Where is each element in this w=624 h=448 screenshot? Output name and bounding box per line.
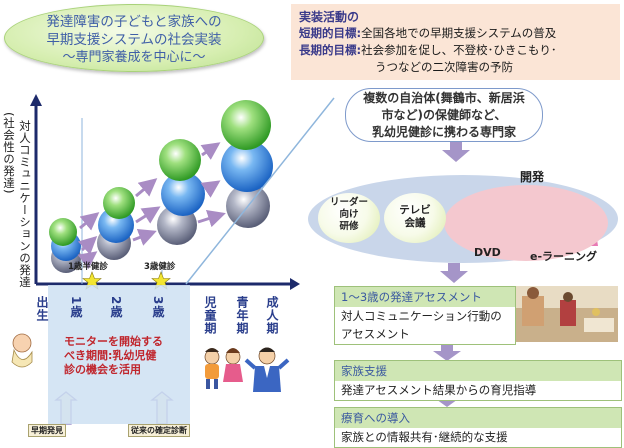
long-goal-label: 長期的目標: bbox=[299, 43, 362, 57]
step-family-body: 発達アセスメント結果からの育児指導 bbox=[341, 383, 537, 397]
checkup-label-1: 1歳半健診 bbox=[68, 262, 108, 272]
age-birth: 出生 bbox=[35, 296, 49, 322]
step-assessment-body-2: アセスメント bbox=[341, 327, 410, 341]
down-arrow-2 bbox=[440, 263, 468, 283]
title-subtitle: 〜専門家養成を中心に〜 bbox=[62, 50, 206, 65]
long-goal-text-2: うつなどの二次障害の予防 bbox=[375, 60, 513, 74]
stage-childhood: 児童期 bbox=[203, 296, 217, 335]
long-goal-text-1: 社会参加を促し、不登校･ひきこもり･ bbox=[361, 43, 557, 57]
sphere-blue-4 bbox=[221, 140, 273, 192]
children-picture bbox=[204, 348, 243, 389]
age-3: 3歳 bbox=[151, 296, 165, 319]
baby-picture bbox=[11, 333, 33, 368]
step-family-head: 家族支援 bbox=[335, 361, 621, 381]
down-arrow-1 bbox=[442, 142, 470, 162]
y-axis-sublabel: (社会性の発達) bbox=[2, 112, 16, 194]
title-line-1: 発達障害の子どもと家族への bbox=[46, 14, 222, 30]
title-line-2: 早期支援システムの社会実装 bbox=[46, 32, 222, 48]
step-therapy-body: 家族との情報共有･継続的な支援 bbox=[341, 430, 508, 444]
stage-adulthood: 成人期 bbox=[265, 296, 279, 335]
step-therapy-head: 療育への導入 bbox=[335, 408, 621, 428]
elearning-label: e-ラーニング bbox=[530, 250, 598, 263]
dvd-label: DVD bbox=[474, 246, 501, 259]
leader-training-circle bbox=[318, 193, 380, 243]
long-goal: 長期的目標:社会参加を促し、不登校･ひきこもり･ bbox=[299, 42, 557, 58]
sphere-green-1 bbox=[49, 218, 77, 246]
short-goal-label: 短期的目標: bbox=[299, 26, 362, 40]
short-goal-text: 全国各地での早期支援システムの普及 bbox=[361, 26, 557, 40]
stage-adolescence: 青年期 bbox=[235, 296, 249, 335]
y-axis-label: 対人コミュニケーションの発達 bbox=[18, 120, 32, 288]
monitor-period-text: モニターを開始するべき期間:乳幼児健診の機会を活用 bbox=[64, 335, 163, 376]
x-axis-arrowhead bbox=[290, 278, 300, 290]
y-axis-arrowhead bbox=[30, 94, 42, 106]
short-goal: 短期的目標:全国各地での早期支援システムの普及 bbox=[299, 25, 556, 41]
step-assessment-head: 1〜3歳の発達アセスメント bbox=[335, 287, 515, 307]
experts-box: 複数の自治体(舞鶴市、新居浜 市など)の保健師など、 乳幼児健診に携わる専門家 bbox=[345, 88, 543, 142]
sphere-green-4 bbox=[221, 100, 271, 150]
checkup-label-3: 3歳健診 bbox=[144, 262, 176, 272]
age-1: 1歳 bbox=[69, 296, 83, 319]
sphere-green-2 bbox=[103, 187, 135, 219]
tv-conference-circle bbox=[384, 193, 446, 243]
step-assessment-body-1: 対人コミュニケーション行動の bbox=[341, 309, 502, 323]
step-family-support: 家族支援 発達アセスメント結果からの育児指導 bbox=[334, 360, 622, 401]
leader-training-label: リーダー 向け 研修 bbox=[329, 197, 368, 232]
tv-conference-label: テレビ 会議 bbox=[399, 204, 431, 229]
step-therapy: 療育への導入 家族との情報共有･継続的な支援 bbox=[334, 407, 622, 448]
experts-line-3: 乳幼児健診に携わる専門家 bbox=[371, 125, 516, 139]
experts-line-2: 市など)の保健師など、 bbox=[381, 108, 507, 122]
expansion-line bbox=[185, 97, 335, 285]
down-arrow-3 bbox=[433, 345, 461, 361]
goals-heading: 実装活動の bbox=[299, 10, 360, 24]
development-ellipse bbox=[444, 185, 608, 261]
age-2: 2歳 bbox=[109, 296, 123, 319]
experts-line-1: 複数の自治体(舞鶴市、新居浜 bbox=[363, 91, 525, 105]
sphere-blue-3 bbox=[161, 172, 205, 216]
diagnosis-label: 従来の確定診断 bbox=[128, 424, 190, 437]
step-assessment: 1〜3歳の発達アセスメント 対人コミュニケーション行動の アセスメント bbox=[334, 286, 516, 345]
assessment-photo bbox=[516, 286, 618, 342]
development-label: 開発 bbox=[520, 170, 545, 184]
early-detection-label: 早期発見 bbox=[28, 424, 66, 437]
goals-box: 実装活動の 短期的目標:全国各地での早期支援システムの普及 長期的目標:社会参加… bbox=[291, 4, 620, 80]
sphere-green-3 bbox=[159, 139, 201, 181]
adult-picture bbox=[244, 347, 290, 392]
title-ellipse: 発達障害の子どもと家族への 早期支援システムの社会実装 〜専門家養成を中心に〜 bbox=[4, 4, 264, 72]
monitor-period-box bbox=[48, 285, 190, 424]
growth-arrows bbox=[77, 142, 226, 270]
